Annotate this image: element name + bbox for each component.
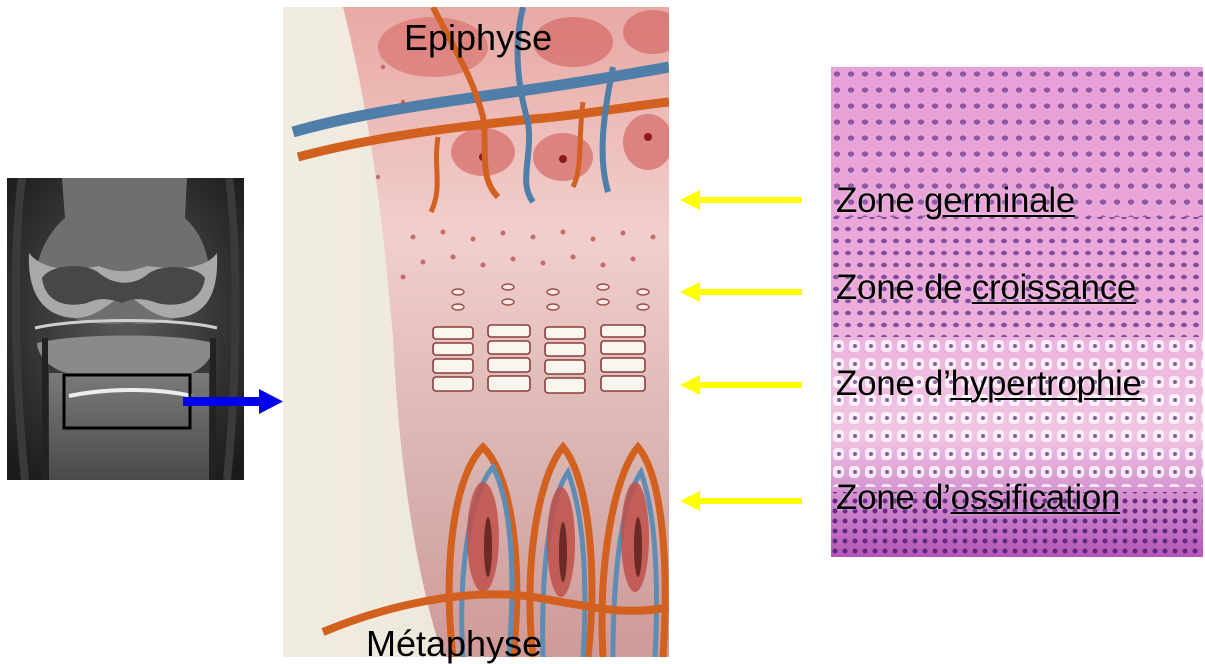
metaphyse-label: Métaphyse <box>366 626 542 662</box>
arrow-left-icon <box>680 375 802 395</box>
zone-ossification-label: Zone d’ossification <box>836 480 1120 515</box>
zone-croissance-label: Zone de croissance <box>836 270 1136 305</box>
arrow-left-icon <box>680 282 802 302</box>
epiphyse-label: Epiphyse <box>404 20 552 56</box>
blue-arrow-icon <box>183 387 285 417</box>
zone-germinale-label: Zone germinale <box>836 183 1075 218</box>
arrow-left-icon <box>680 491 802 511</box>
arrow-left-icon <box>680 190 802 210</box>
knee-mri-image <box>7 178 244 480</box>
growth-plate-illustration <box>283 7 669 657</box>
zone-hypertrophie-label: Zone d’hypertrophie <box>836 366 1142 401</box>
